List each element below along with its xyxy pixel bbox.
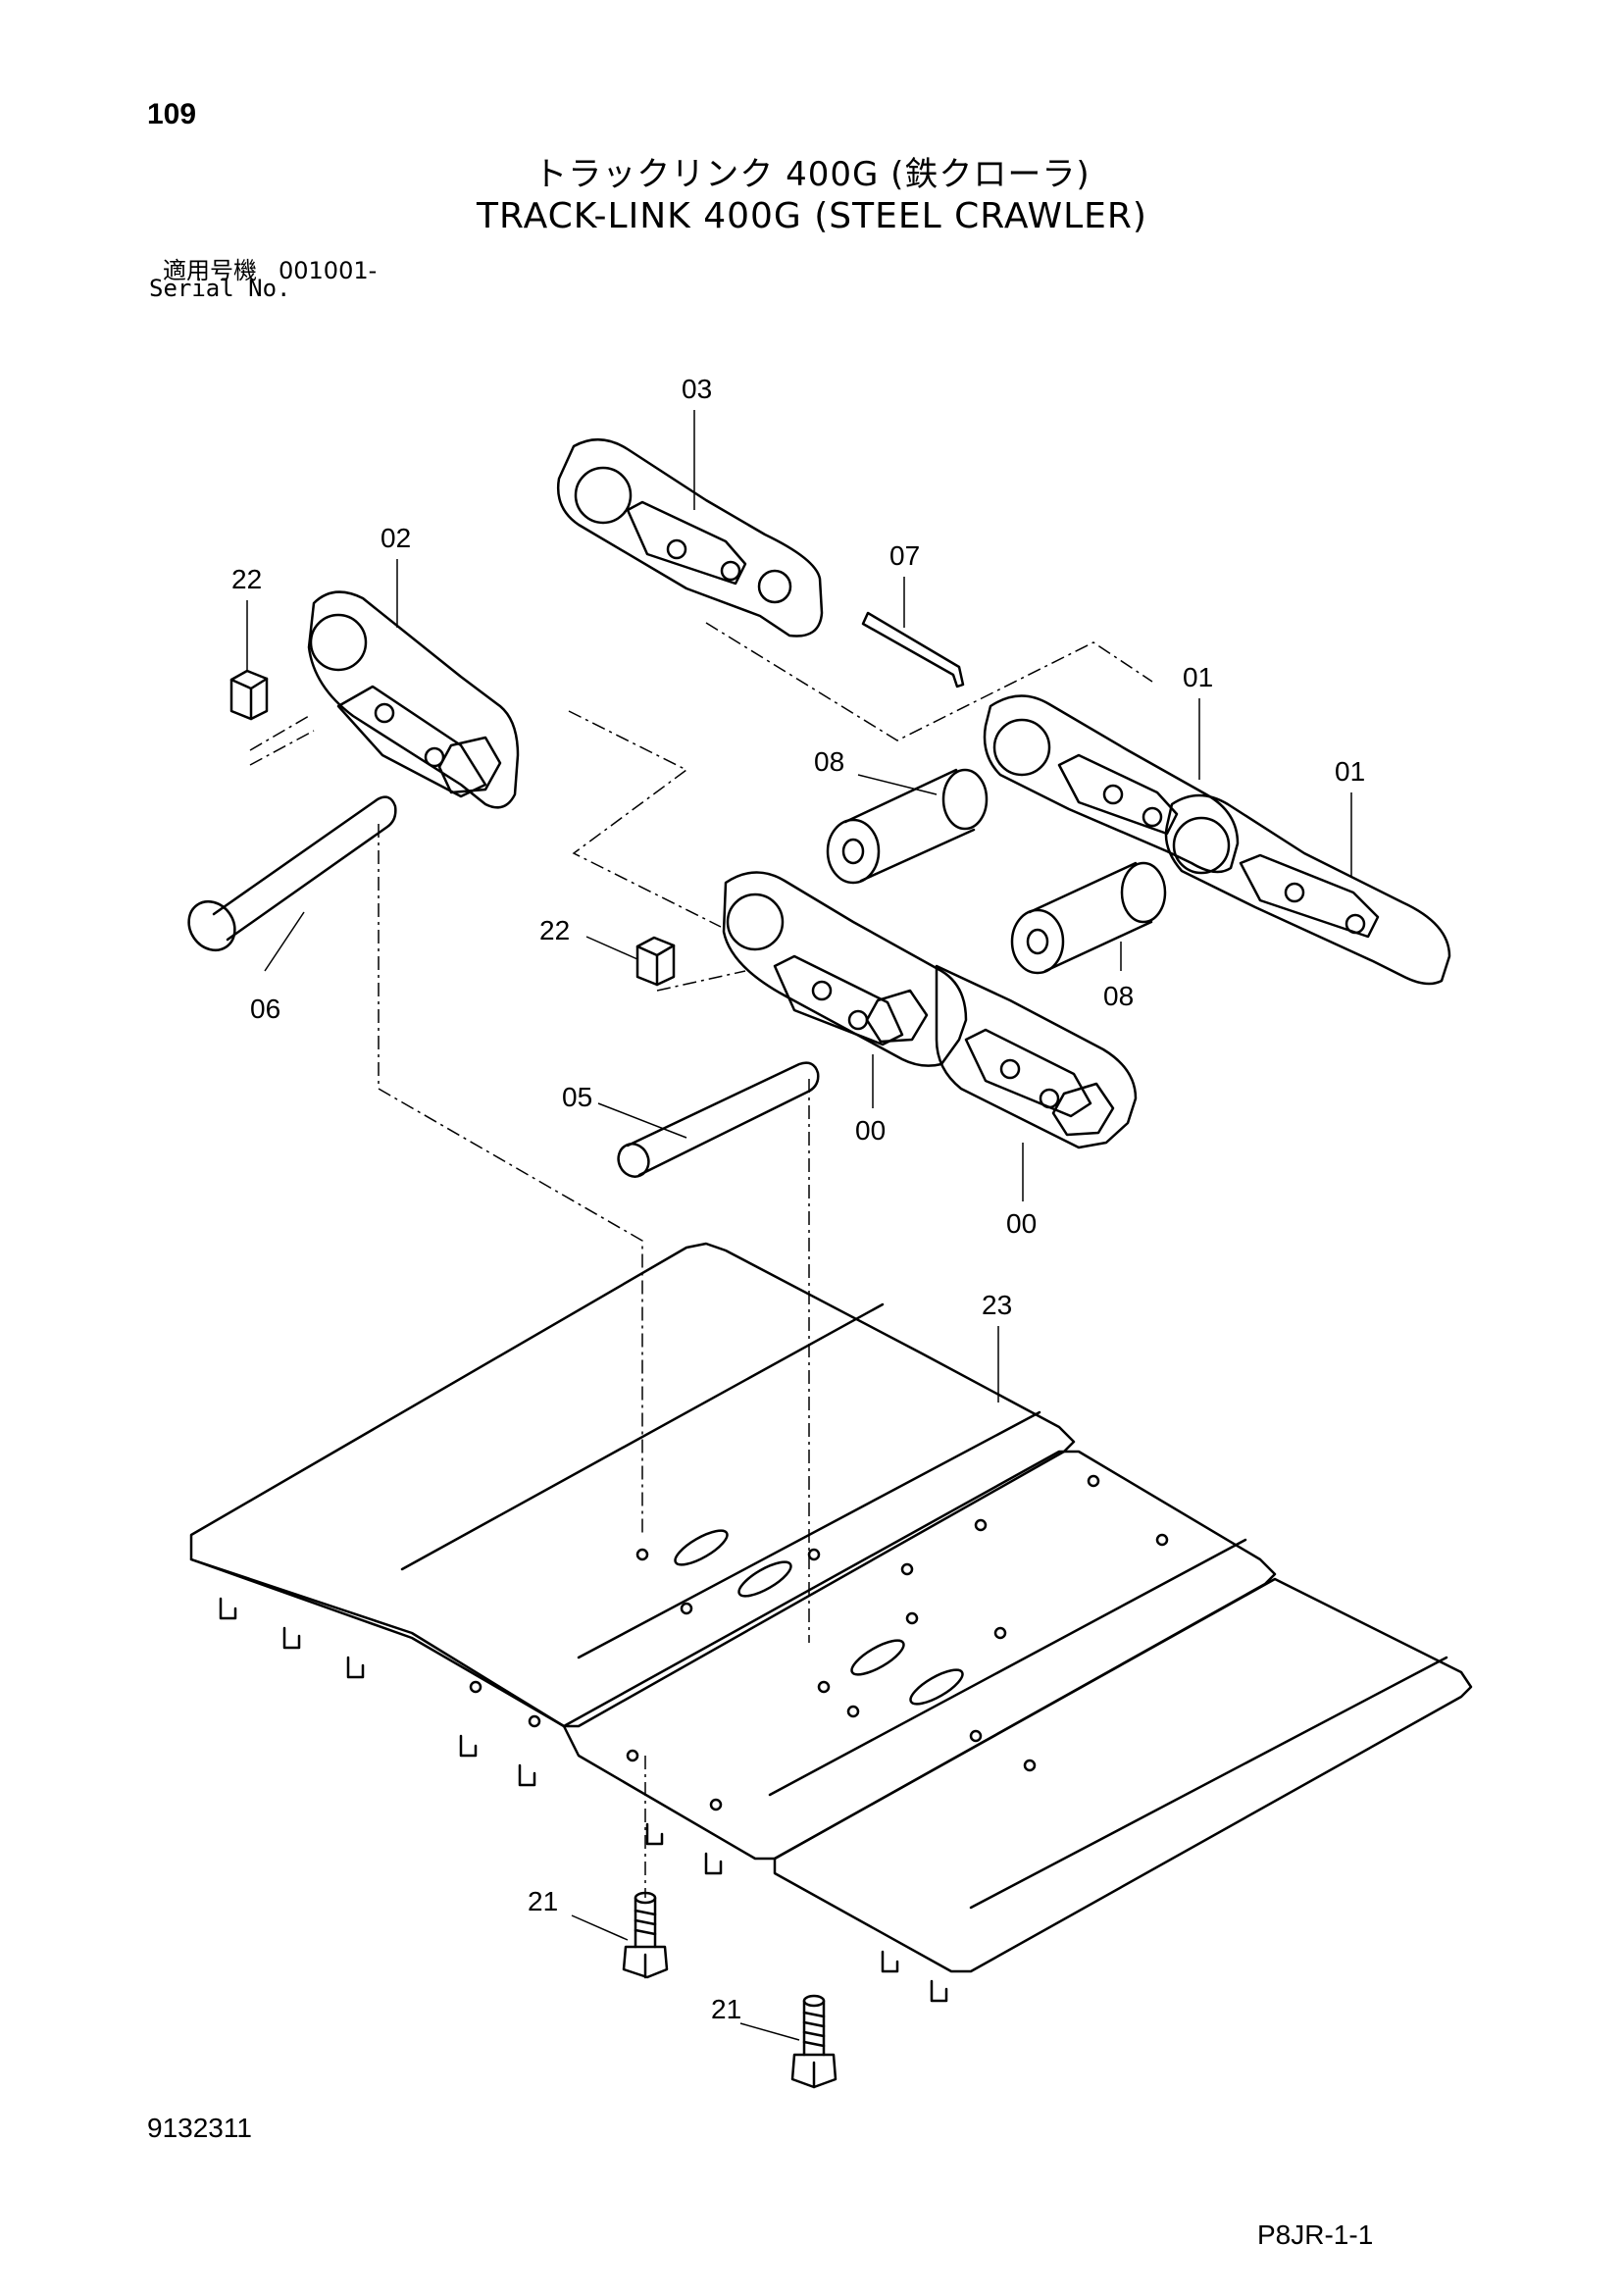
part-21-bolt-b — [790, 1994, 837, 2089]
part-08-bushing-a — [826, 768, 989, 885]
callout-22-lower: 22 — [539, 915, 570, 945]
leader-21b — [739, 2022, 800, 2041]
callout-07: 07 — [889, 540, 920, 571]
serial-label-jp: 適用号機 — [163, 257, 257, 284]
assembly-line-nut-22a — [249, 715, 310, 751]
serial-number: 001001- — [279, 257, 378, 284]
part-03-track-link — [556, 438, 824, 638]
part-21-bolt-a — [622, 1891, 669, 1979]
assembly-line-left-ref — [249, 730, 315, 766]
part-07-pin-clip — [861, 611, 965, 689]
callout-21-a: 21 — [528, 1886, 558, 1916]
part-01-track-link-b — [1164, 793, 1451, 986]
document-number: 9132311 — [147, 2113, 252, 2143]
title-japanese: トラックリンク 400G (鉄クローラ) — [533, 155, 1091, 194]
callout-06: 06 — [250, 994, 280, 1024]
callout-21-b: 21 — [711, 1994, 741, 2024]
callout-00-b: 00 — [1006, 1208, 1037, 1239]
page-code: P8JR-1-1 — [1257, 2219, 1374, 2250]
part-08-bushing-b — [1010, 861, 1167, 975]
assembly-line-02-to-00 — [568, 710, 722, 928]
page-number: 109 — [147, 98, 197, 130]
callout-01-b: 01 — [1335, 756, 1365, 787]
assembly-line-03-to-01 — [705, 622, 1153, 741]
leader-08a — [857, 774, 938, 795]
part-00-link-assembly — [722, 871, 1138, 1149]
assembly-line-nut-22b — [656, 970, 746, 992]
callout-03: 03 — [682, 374, 712, 404]
part-06-master-pin — [187, 795, 397, 952]
title-english: TRACK-LINK 400G (STEEL CRAWLER) — [477, 196, 1147, 236]
part-22-nut-lower — [635, 936, 676, 987]
callout-23: 23 — [982, 1290, 1012, 1320]
part-23-track-shoes — [189, 1242, 1473, 2003]
callout-01-a: 01 — [1183, 662, 1213, 692]
callout-02: 02 — [381, 523, 411, 553]
assembly-line-master-pin — [378, 824, 643, 1535]
part-22-nut-upper — [229, 669, 269, 721]
part-01-track-link-a — [983, 694, 1240, 874]
part-05-pin — [617, 1061, 820, 1178]
serial-label-en: Serial No. — [149, 275, 291, 302]
leader-05 — [597, 1102, 687, 1139]
callout-08-a: 08 — [814, 746, 844, 777]
part-02-master-link — [307, 590, 520, 809]
callout-08-b: 08 — [1103, 981, 1134, 1011]
callout-05: 05 — [562, 1082, 592, 1112]
leader-22b — [585, 936, 638, 960]
leader-21a — [571, 1914, 629, 1941]
leader-06 — [264, 911, 305, 972]
callout-00-a: 00 — [855, 1115, 886, 1146]
serial-line-jp: 適用号機 001001- — [163, 251, 377, 285]
callout-22-upper: 22 — [231, 564, 262, 594]
